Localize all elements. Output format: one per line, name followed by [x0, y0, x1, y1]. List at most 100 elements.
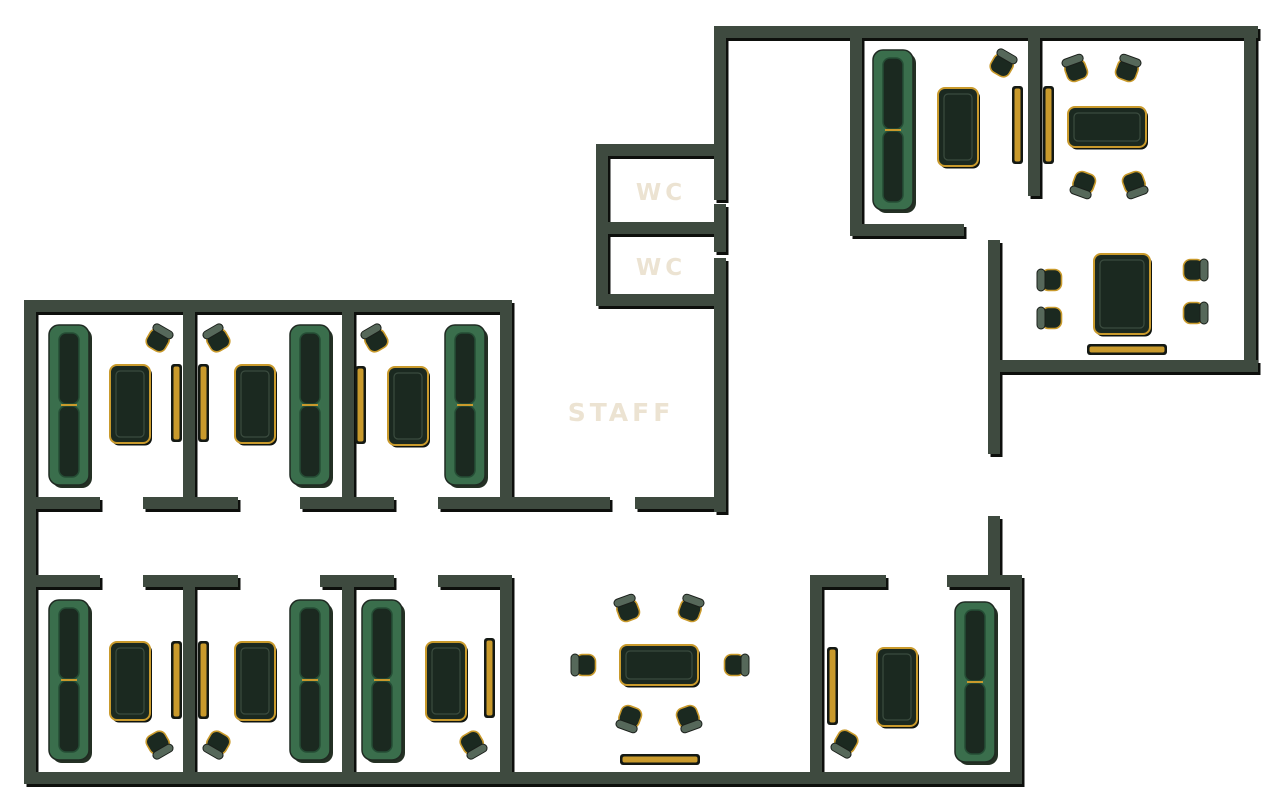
wall-segment — [1028, 26, 1040, 196]
sofa-seam — [302, 679, 318, 681]
sofa-seam — [885, 129, 901, 131]
table-top — [387, 366, 429, 446]
wall-segment — [596, 144, 726, 156]
wall-segment — [994, 360, 1258, 372]
shelf-top — [200, 643, 207, 717]
sofa-cushion — [299, 405, 321, 478]
wall-segment — [810, 575, 822, 784]
shelf — [355, 366, 366, 444]
table-top — [234, 364, 276, 444]
wall-segment — [714, 26, 1258, 38]
shelf — [1043, 86, 1054, 164]
table-inset — [393, 372, 423, 440]
chair — [200, 727, 234, 762]
table — [425, 641, 468, 723]
chair — [1182, 301, 1209, 325]
shelf — [171, 364, 182, 442]
table — [109, 641, 152, 723]
shelf-top — [622, 756, 698, 763]
sofa-seam — [967, 681, 983, 683]
shelf — [171, 641, 182, 719]
table-top — [425, 641, 467, 721]
sofa — [289, 324, 333, 488]
wall-segment — [850, 224, 964, 236]
table — [1093, 253, 1152, 337]
wall-segment — [988, 516, 1000, 581]
wall-segment — [24, 772, 1022, 784]
table-inset — [115, 647, 145, 715]
table-inset — [431, 647, 461, 715]
wall-segment — [183, 306, 195, 509]
wall-segment — [30, 575, 100, 587]
shelf-top — [200, 366, 207, 440]
furniture — [48, 46, 1209, 765]
chair — [570, 653, 597, 677]
shelf-top — [1014, 88, 1021, 162]
sofa-seam — [457, 404, 473, 406]
chair — [828, 726, 862, 761]
sofa-cushion — [58, 680, 80, 753]
wall-segment — [24, 300, 36, 784]
table-top — [109, 364, 151, 444]
chair — [675, 592, 706, 625]
sofa-cushion — [58, 332, 80, 405]
wc-lower-label: WC — [636, 255, 686, 281]
shelf-top — [173, 366, 180, 440]
chair — [986, 46, 1020, 81]
wall-segment — [714, 26, 726, 200]
table — [876, 647, 919, 729]
shelf — [827, 647, 838, 725]
sofa-seam — [61, 679, 77, 681]
chair — [142, 727, 176, 762]
sofa-seam — [61, 404, 77, 406]
sofa — [444, 324, 488, 488]
table-inset — [240, 370, 270, 438]
sofa-cushion — [454, 332, 476, 405]
wall-segment — [30, 497, 100, 509]
shelf-top — [1089, 346, 1165, 353]
sofa-cushion — [58, 607, 80, 680]
wall-segment — [596, 222, 726, 234]
wall-segment — [342, 306, 354, 509]
wall-segment — [714, 204, 726, 252]
table — [937, 87, 980, 169]
chair — [456, 727, 490, 762]
shelf-top — [357, 368, 364, 442]
wall-segment — [1244, 26, 1256, 372]
sofa — [872, 49, 916, 213]
table — [234, 641, 277, 723]
shelf — [1012, 86, 1023, 164]
shelf — [198, 364, 209, 442]
table-top — [1093, 253, 1151, 335]
sofa-cushion — [371, 607, 393, 680]
sofa-cushion — [882, 130, 904, 203]
wall-segment — [947, 575, 1022, 587]
chair — [673, 702, 704, 735]
chair — [1112, 52, 1143, 85]
chair — [200, 321, 234, 356]
walls — [24, 26, 1261, 787]
wc-upper-label: WC — [636, 180, 686, 206]
sofa — [361, 599, 405, 763]
chair — [1036, 306, 1063, 330]
staff-room-label: STAFF — [568, 398, 675, 427]
shelf-top — [173, 643, 180, 717]
sofa-cushion — [299, 332, 321, 405]
table-inset — [882, 653, 912, 721]
table-inset — [115, 370, 145, 438]
wall-segment — [714, 258, 726, 512]
sofa-cushion — [964, 609, 986, 682]
table-top — [1067, 106, 1147, 148]
wall-segment — [1010, 575, 1022, 784]
wall-segment — [320, 575, 394, 587]
sofa — [48, 324, 92, 488]
wall-segment — [810, 575, 886, 587]
chair — [612, 592, 643, 625]
table-inset — [240, 647, 270, 715]
sofa-cushion — [454, 405, 476, 478]
table-top — [234, 641, 276, 721]
chair — [142, 321, 176, 356]
table-inset — [625, 650, 693, 680]
shelf-top — [486, 640, 493, 716]
